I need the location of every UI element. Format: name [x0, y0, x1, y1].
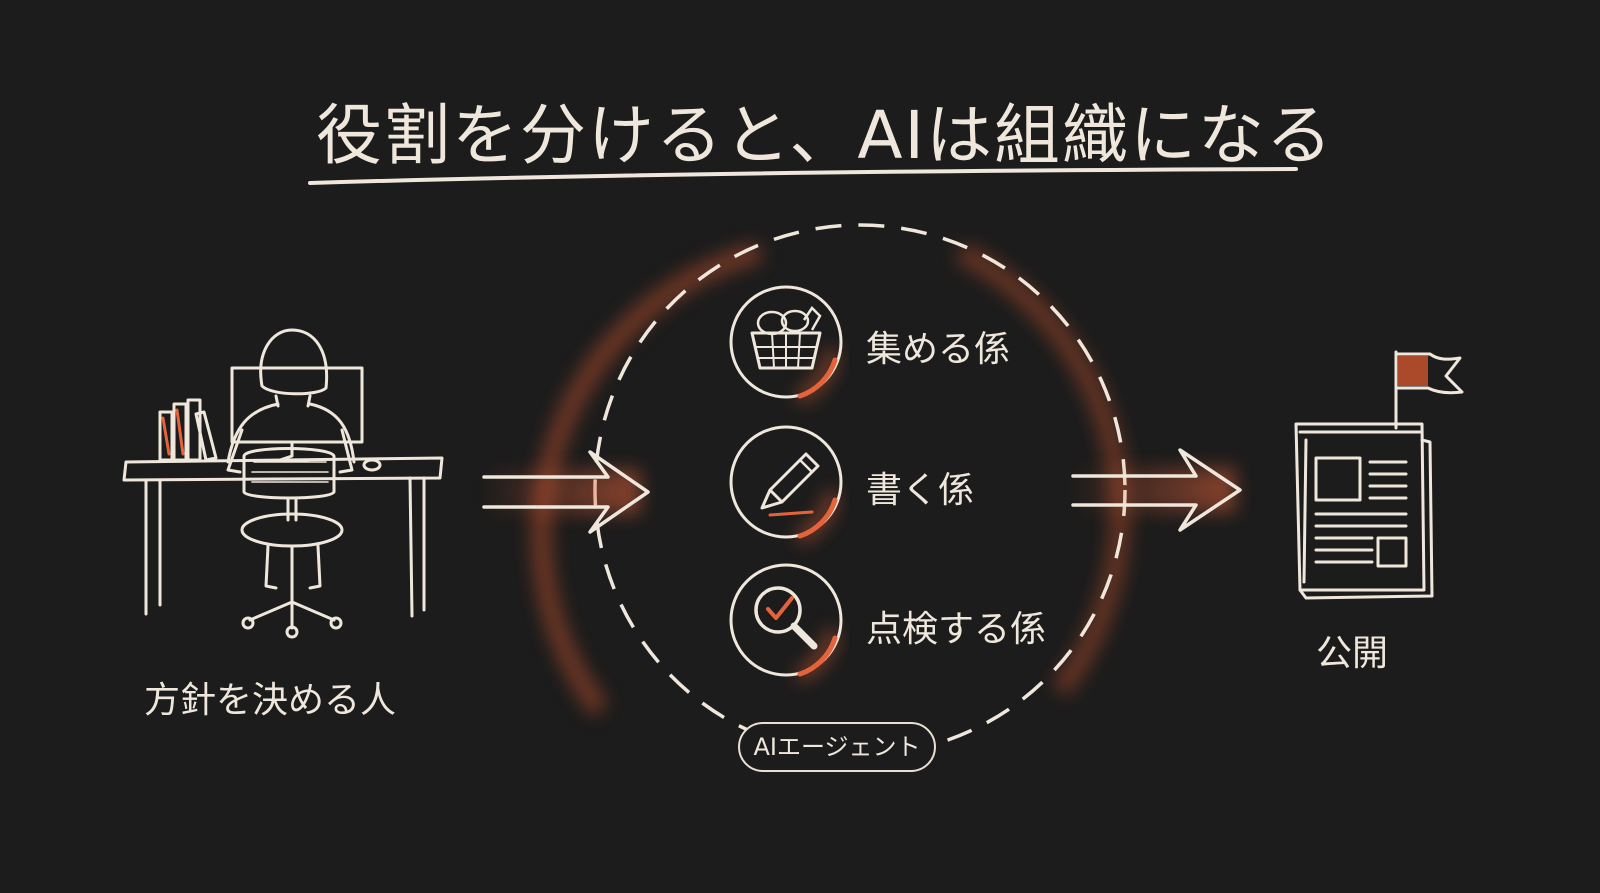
title-underline [308, 167, 1298, 185]
agent-label-pill: AIエージェント [738, 722, 936, 772]
arrow-agent-to-publish [1070, 448, 1242, 532]
role-label-collect: 集める係 [866, 329, 1011, 370]
pen-icon [729, 425, 843, 544]
person-label: 方針を決める人 [144, 680, 397, 721]
role-label-write: 書く係 [866, 470, 975, 511]
newspaper-flag-icon [1294, 350, 1464, 600]
publish-label: 公開 [1316, 633, 1389, 674]
arrow-person-to-agent [480, 450, 650, 534]
magnifier-check-icon [729, 563, 843, 682]
page-title: 役割を分けると、AIは組織になる [316, 97, 1334, 174]
basket-icon [729, 285, 843, 404]
role-label-check: 点検する係 [866, 609, 1047, 650]
person-at-desk-icon [122, 328, 444, 639]
